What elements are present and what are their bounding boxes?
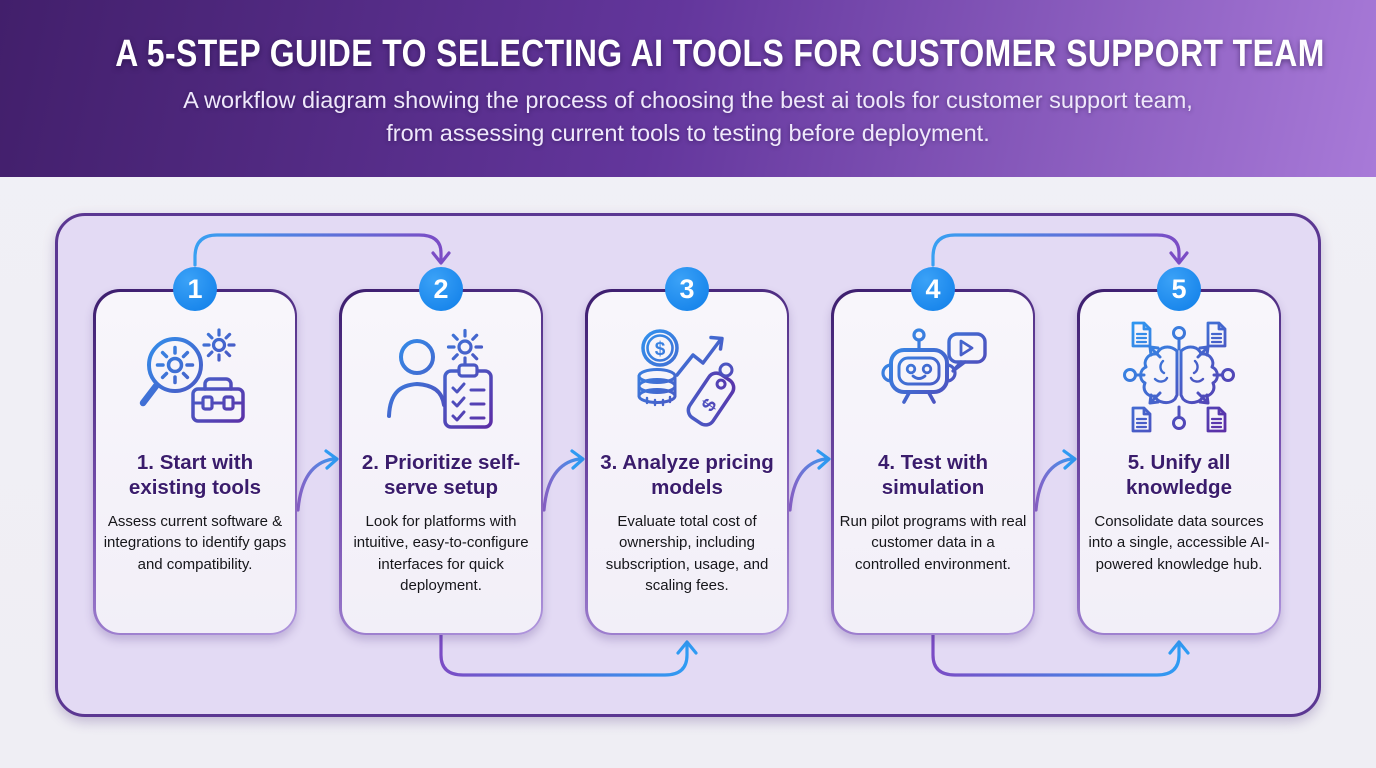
step-4-description: Run pilot programs with real customer da… <box>839 512 1027 573</box>
arrow-bottom-step4-step5 <box>931 631 1190 677</box>
arrow-mid-step4-step5 <box>1034 449 1077 512</box>
arrow-mid-step2-step3 <box>542 449 585 512</box>
step-1-title: 1. Start with existing tools <box>128 450 262 499</box>
step-3-description: Evaluate total cost of ownership, includ… <box>605 512 769 595</box>
step-3-title: 3. Analyze pricing models <box>600 450 774 499</box>
subtitle-line-1: A workflow diagram showing the process o… <box>183 87 1193 113</box>
step-card-2: 2 <box>339 267 543 635</box>
step-4-badge: 4 <box>911 267 955 311</box>
arrow-mid-step1-step2 <box>296 449 339 512</box>
step-card-1: 1 <box>93 267 297 635</box>
step-1-description: Assess current software & integrations t… <box>103 512 287 573</box>
step-5-description: Consolidate data sources into a single, … <box>1088 512 1270 573</box>
magnifier-gears-toolbox-icon <box>135 316 255 440</box>
svg-text:$: $ <box>655 339 666 360</box>
page-title: A 5-STEP GUIDE TO SELECTING AI TOOLS FOR… <box>115 33 1325 75</box>
step-4-title: 4. Test with simulation <box>877 450 989 499</box>
step-card-5: 5 <box>1077 267 1281 635</box>
page-subtitle: A workflow diagram showing the process o… <box>88 84 1288 149</box>
subtitle-line-2: from assessing current tools to testing … <box>386 119 990 146</box>
step-2-description: Look for platforms with intuitive, easy-… <box>353 512 529 595</box>
robot-chat-icon <box>873 316 993 440</box>
step-5-badge: 5 <box>1157 267 1201 311</box>
step-2-title: 2. Prioritize self-serve setup <box>361 450 521 499</box>
workflow-arrows <box>193 233 1190 677</box>
step-3-badge: 3 <box>665 267 709 311</box>
step-card-4: 4 <box>831 267 1035 635</box>
workflow-board: 1 <box>55 213 1321 717</box>
header-banner: A 5-STEP GUIDE TO SELECTING AI TOOLS FOR… <box>0 0 1376 177</box>
arrow-mid-step3-step4 <box>788 449 831 512</box>
step-5-title: 5. Unify all knowledge <box>1126 450 1232 499</box>
person-gear-checklist-icon <box>381 316 501 440</box>
arrow-top-step4-step5 <box>931 233 1189 267</box>
step-card-3: 3 <box>585 267 789 635</box>
brain-knowledge-hub-icon <box>1119 316 1239 440</box>
arrow-top-step1-step2 <box>193 233 451 267</box>
step-2-badge: 2 <box>419 267 463 311</box>
arrow-bottom-step2-step3 <box>439 631 698 677</box>
step-1-badge: 1 <box>173 267 217 311</box>
coins-growth-price-tag-icon: $ $ <box>627 316 747 440</box>
